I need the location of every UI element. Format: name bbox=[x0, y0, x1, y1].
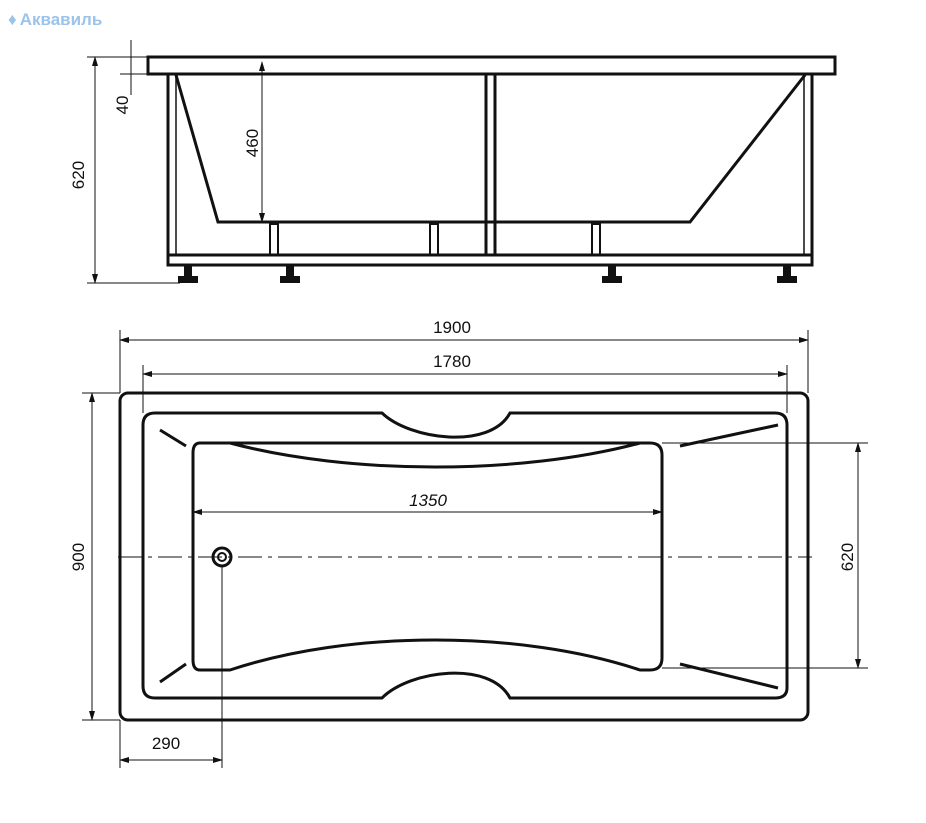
feet bbox=[178, 265, 797, 283]
brand-name: Аквавиль bbox=[19, 10, 103, 29]
dim-length-1780: 1780 bbox=[433, 352, 471, 371]
dim-length-1900: 1900 bbox=[433, 318, 471, 337]
brand-logo: ♦ Аквавиль bbox=[8, 10, 102, 30]
top-dimensions bbox=[82, 330, 868, 768]
dim-bottom-1350: 1350 bbox=[409, 491, 447, 510]
side-view bbox=[146, 55, 837, 283]
dim-depth-460: 460 bbox=[243, 129, 262, 157]
top-view bbox=[118, 391, 810, 722]
dim-width-620: 620 bbox=[838, 543, 857, 571]
dim-drain-290: 290 bbox=[152, 734, 180, 753]
dim-height-620: 620 bbox=[69, 161, 88, 189]
side-dimensions bbox=[87, 40, 265, 284]
dim-width-900: 900 bbox=[69, 543, 88, 571]
duck-icon: ♦ bbox=[8, 10, 17, 29]
dim-rim-40: 40 bbox=[113, 96, 132, 115]
